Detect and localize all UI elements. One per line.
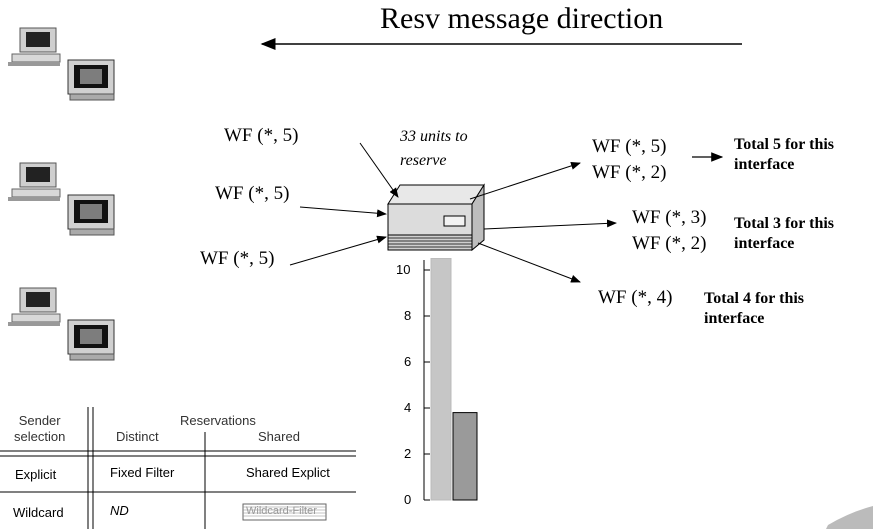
table-row-explicit-label: Explicit (15, 467, 57, 482)
corner-decoration (826, 506, 873, 529)
outgoing-label: WF (*, 3) (632, 207, 707, 228)
outgoing-label: WF (*, 4) (598, 287, 673, 308)
incoming-label: WF (*, 5) (215, 183, 290, 204)
reservation-table-lines (0, 407, 356, 529)
outgoing-label: WF (*, 2) (632, 233, 707, 254)
computer-icon (8, 162, 115, 236)
incoming-label: WF (*, 5) (200, 248, 275, 269)
interface-total-line1: Total 3 for this (734, 215, 835, 232)
outgoing-arrow (483, 219, 617, 230)
interface-total-line2: interface (734, 156, 795, 173)
interface-total-line1: Total 4 for this (704, 290, 805, 307)
interface-total: Total 5 for this interface (734, 135, 834, 175)
table-row-wildcard-distinct: ND (110, 503, 129, 518)
outgoing-arrow (477, 242, 581, 283)
interface-total-line2: interface (704, 310, 765, 327)
wildcard-filter-box (242, 503, 327, 521)
short-bar (452, 412, 478, 501)
table-header-distinct: Distinct (116, 429, 159, 444)
outgoing-label: WF (*, 2) (592, 162, 667, 183)
axis-tick-label: 8 (404, 308, 412, 323)
router-icon (387, 183, 485, 252)
table-header-sender-line1: Sender (18, 413, 61, 428)
table-header-shared: Shared (258, 429, 300, 444)
computer-icon (8, 27, 115, 101)
interface-total-line1: Total 5 for this (734, 136, 835, 153)
incoming-arrow (359, 142, 399, 198)
outgoing-arrow (469, 161, 581, 200)
table-row-explicit-shared: Shared Explict (246, 465, 330, 480)
computer-icon (8, 287, 115, 361)
axis-tick-label: 0 (404, 492, 412, 507)
interface-total: Total 3 for this interface (734, 214, 834, 254)
table-header-sender: Sender selection (14, 413, 65, 445)
tall-bar (430, 258, 452, 501)
incoming-arrow (299, 206, 387, 218)
axis-tick-label: 6 (404, 354, 412, 369)
outgoing-label: WF (*, 5) (592, 136, 667, 157)
table-row-explicit-distinct: Fixed Filter (110, 465, 175, 480)
axis-tick-label: 2 (404, 446, 412, 461)
axis-tick-label: 4 (404, 400, 412, 415)
axis-tick-label: 10 (396, 262, 411, 277)
table-row-wildcard-label: Wildcard (13, 505, 64, 520)
table-header-reservations: Reservations (180, 413, 256, 428)
table-header-sender-line2: selection (14, 429, 66, 444)
diagram-title: Resv message direction (380, 2, 664, 35)
bar-chart (423, 258, 478, 501)
incoming-label: WF (*, 5) (224, 125, 299, 146)
interface-total: Total 4 for this interface (704, 289, 804, 329)
interface-total-line2: interface (734, 235, 795, 252)
units-note-line2: reserve (400, 152, 447, 169)
units-note: 33 units to reserve (400, 125, 468, 173)
incoming-arrow (289, 235, 387, 266)
units-note-line1: 33 units to (400, 128, 468, 145)
table-row-wildcard-shared: Wildcard-Filter (246, 505, 317, 517)
